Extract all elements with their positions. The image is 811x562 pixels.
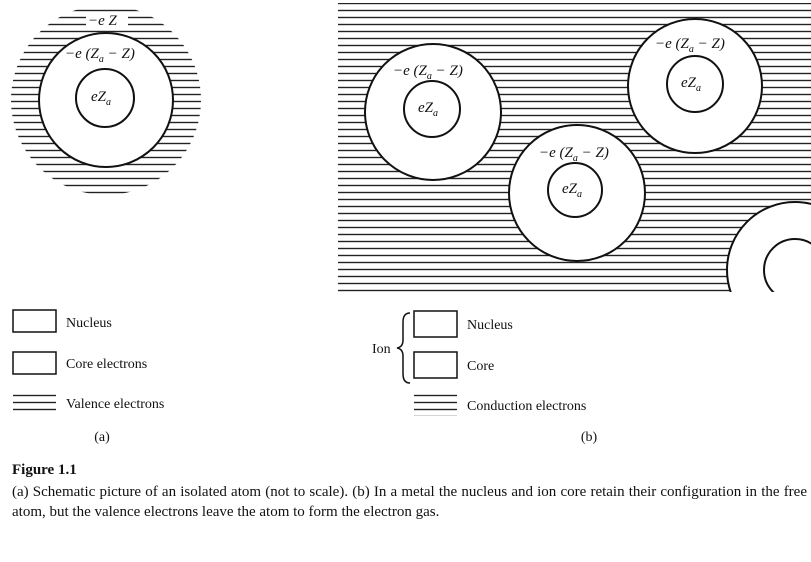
panel-b-sublabel: (b) (581, 430, 598, 445)
legend-valence-swatch (13, 393, 56, 415)
figure-caption: Figure 1.1 (a) Schematic picture of an i… (12, 462, 807, 522)
ion-nucleus-charge-label: eZa (418, 100, 438, 119)
legend-b: Ion Nucleus Core Conduction electrons (b… (372, 310, 598, 445)
caption-title: Figure 1.1 (12, 462, 77, 478)
nucleus (75, 68, 135, 128)
ion-nucleus (666, 55, 724, 113)
ion-nucleus-charge-label: eZa (681, 75, 701, 94)
caption-text: (a) Schematic picture of an isolated ato… (12, 484, 807, 520)
outer-charge-label: −e Z (88, 13, 118, 29)
ion-core-3: −e (Za − Z) eZa (508, 124, 646, 262)
ion-core-charge-label: −e (Za − Z) (539, 145, 609, 164)
outer-label-gap (86, 12, 128, 27)
panel-b-metal: −e (Za − Z) eZa −e (Za − Z) eZa −e (Za −… (338, 3, 811, 292)
ion-core-charge-label: −e (Za − Z) (655, 36, 725, 55)
figure-drawing: −e Z −e (Za − Z) eZa −e (Za − Z) eZa −e … (11, 3, 811, 445)
legend-nucleus-label: Nucleus (66, 316, 112, 331)
legend-a: Nucleus Core electrons Valence electrons… (12, 309, 164, 445)
legend-core-label: Core electrons (66, 357, 147, 372)
legend-ion-nucleus-swatch (413, 310, 458, 338)
ion-nucleus-charge-label: eZa (562, 181, 582, 200)
legend-conduction-swatch (414, 394, 457, 416)
legend-ion-label: Ion (372, 342, 391, 357)
ion-nucleus (547, 162, 603, 218)
panel-a-sublabel: (a) (94, 430, 110, 445)
legend-ion-nucleus-label: Nucleus (467, 318, 513, 333)
ion-core-2: −e (Za − Z) eZa (627, 18, 763, 154)
legend-core-swatch (12, 351, 57, 375)
legend-nucleus-swatch (12, 309, 57, 333)
core-charge-label: −e (Za − Z) (65, 46, 135, 65)
legend-conduction-label: Conduction electrons (467, 399, 586, 414)
panel-a-atom: −e Z −e (Za − Z) eZa (11, 5, 201, 195)
ion-core-partial (726, 201, 811, 292)
legend-ion-core-swatch (413, 351, 458, 379)
ion-core-1: −e (Za − Z) eZa (364, 43, 502, 181)
legend-valence-label: Valence electrons (66, 397, 164, 412)
nucleus-charge-label: eZa (91, 89, 111, 108)
ion-nucleus (403, 80, 461, 138)
ion-core-charge-label: −e (Za − Z) (393, 63, 463, 82)
legend-ion-core-label: Core (467, 359, 494, 374)
ion-brace (396, 312, 411, 384)
ion-nucleus (763, 238, 811, 292)
